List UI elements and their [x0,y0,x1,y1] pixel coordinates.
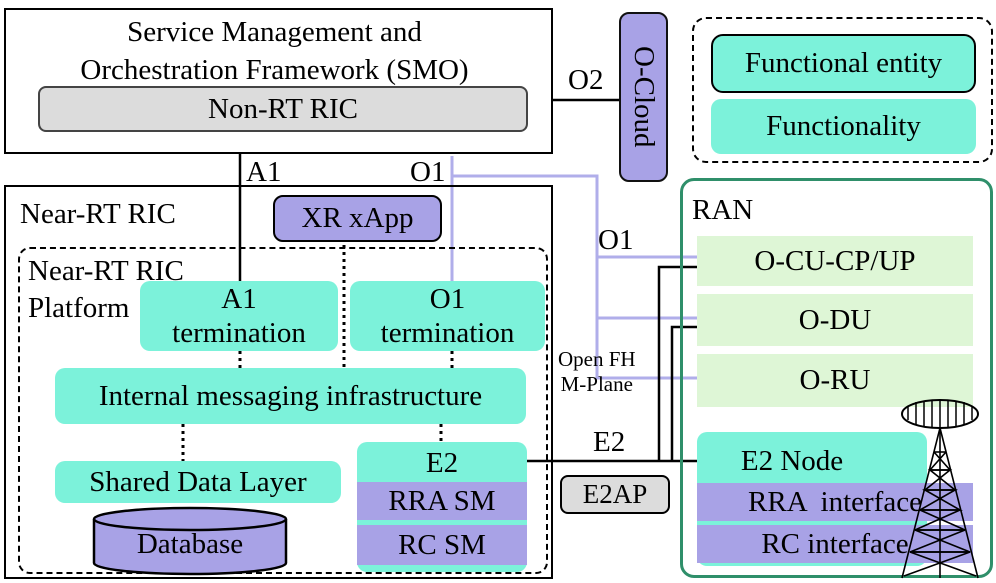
near-rt-ric-title: Near-RT RIC [20,198,176,230]
o1-term-line2: termination [380,317,515,349]
e2ap-label: E2AP [582,479,648,509]
platform-label-line1: Near-RT RIC [28,255,184,287]
rra-sm-box: RRA SM [357,482,527,520]
ocloud-label: O-Cloud [628,46,660,148]
openfh-link [595,318,697,380]
o-ru-box: O-RU [697,354,973,407]
smo-title-line2: Orchestration Framework (SMO) [80,54,469,86]
a1-termination-box: A1 termination [140,281,338,351]
a1-term-line1: A1 [221,283,257,315]
a1-term-line2: termination [172,317,306,349]
legend [692,17,993,163]
o-du-box: O-DU [697,294,973,346]
o1-label-ran: O1 [598,224,634,256]
internal-messaging-label: Internal messaging infrastructure [98,379,483,412]
legend-functional-entity: Functional entity [711,34,976,93]
rra-sm-label: RRA SM [388,484,496,517]
e2-label: E2 [593,426,626,458]
ocloud-box: O-Cloud [619,12,668,182]
nonrt-ric-label: Non-RT RIC [208,92,358,125]
e2-termination-label: E2 [425,446,459,479]
rc-interface-box: RC interface [697,525,973,563]
o-ru-label: O-RU [799,364,871,396]
legend-functionality: Functionality [711,99,976,154]
internal-messaging-box: Internal messaging infrastructure [55,368,526,424]
legend-entity-label: Functional entity [744,47,943,79]
o-cu-box: O-CU-CP/UP [697,236,973,286]
xr-xapp-label: XR xApp [301,202,414,234]
rra-interface-label: RRA interface [748,485,922,518]
e2-link-odu [670,325,697,461]
ran-title: RAN [692,194,754,226]
rc-sm-label: RC SM [398,528,486,561]
legend-func-label: Functionality [766,110,921,142]
open-fh-line1: Open FH [558,347,636,371]
antenna-tower-icon [901,399,979,579]
open-fh-label: Open FH M-Plane [558,347,636,397]
near-rt-ric-platform-box [18,247,548,574]
o1-termination-box: O1 termination [350,281,545,351]
database-label: Database [136,528,244,560]
shared-data-layer-box: Shared Data Layer [55,461,341,503]
ran-box [680,178,993,578]
o1-term-line1: O1 [429,283,466,315]
o1-label-top: O1 [410,156,446,188]
platform-label-line2: Platform [28,292,130,324]
e2ap-box: E2AP [560,475,670,514]
xr-xapp-box: XR xApp [273,195,442,242]
database-icon [92,506,288,576]
o2-label: O2 [568,64,604,96]
near-rt-ric-box [4,185,553,579]
o1-link-right [452,174,697,259]
o-du-label: O-DU [798,303,872,336]
shared-data-layer-label: Shared Data Layer [89,465,307,498]
rc-sm-box: RC SM [357,525,527,565]
a1-label: A1 [246,156,282,188]
nonrt-ric-box: Non-RT RIC [38,86,528,132]
rc-interface-label: RC interface [761,527,909,560]
o-cu-label: O-CU-CP/UP [754,244,916,277]
e2-node-label: E2 Node [740,444,844,477]
smo-title-line1: Service Management and [127,16,422,48]
smo-title: Service Management and Orchestration Fra… [0,13,549,89]
open-fh-line2: M-Plane [560,372,633,396]
e2-link-ocu [657,265,697,461]
